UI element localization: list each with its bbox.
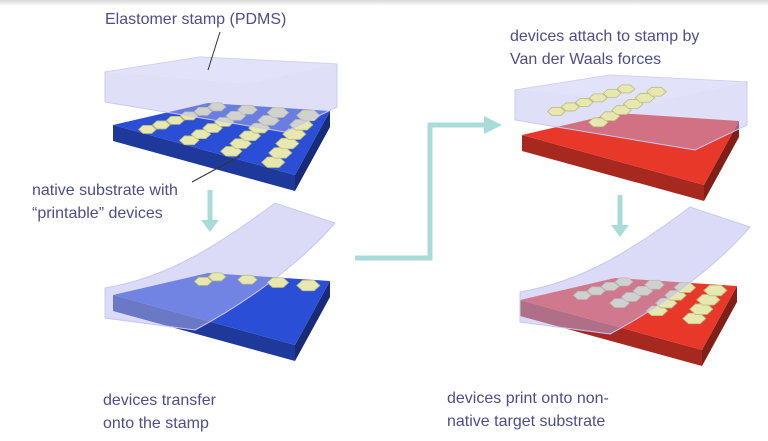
stamp-leader-line [207, 31, 221, 71]
transferred-device [237, 274, 258, 285]
arrow-to-right-panel [355, 122, 486, 261]
attached-device [602, 88, 622, 98]
transferred-device [296, 279, 321, 292]
attached-device [622, 99, 644, 109]
printable-device [275, 137, 300, 150]
printable-device [193, 106, 213, 116]
target-substrate-top-front-face [522, 135, 704, 201]
peeling-stamp-with-devices [104, 202, 336, 331]
elastomer-stamp-top [105, 57, 337, 84]
label-native-substrate-1: native substrate with [32, 182, 178, 199]
printed-device [703, 284, 728, 297]
target-substrate-top-top-face [522, 113, 739, 185]
printable-device [190, 129, 212, 140]
top-edge-shadow [0, 0, 768, 6]
attached-device [646, 86, 667, 97]
printable-device [238, 130, 262, 142]
label-attach-1: devices attach to stamp by [510, 28, 700, 45]
printable-device [282, 128, 307, 140]
printable-device [225, 111, 247, 121]
printable-device [165, 116, 185, 125]
printable-device [202, 123, 223, 133]
arrow-down-left-head [201, 220, 219, 232]
transferred-device [207, 272, 227, 282]
attached-device [634, 93, 656, 103]
label-native-substrate-2: “printable” devices [32, 205, 163, 222]
transferred-device [266, 277, 290, 288]
native-substrate-top-side-face [295, 111, 330, 191]
printable-device [261, 156, 286, 168]
label-print-1: devices print onto non- [447, 390, 609, 407]
transferred-device [193, 276, 213, 286]
native-substrate-top-front-face [113, 125, 295, 191]
arrow-down-right-head [611, 225, 629, 237]
target-substrate-bottom-side-face [702, 286, 737, 366]
attached-device [546, 107, 566, 116]
attached-device [616, 84, 636, 94]
attached-device [588, 93, 608, 103]
substrate-leader-line [191, 155, 241, 183]
printable-device [151, 120, 171, 130]
attached-device [611, 105, 632, 115]
printable-device [137, 125, 157, 134]
printable-device [220, 146, 243, 157]
label-attach-2: Van der Waals forces [510, 51, 662, 68]
native-substrate-bottom-side-face [295, 281, 330, 361]
label-transfer-2: onto the stamp [103, 415, 209, 432]
printable-device [229, 138, 252, 149]
label-transfer-1: devices transfer [103, 392, 216, 409]
peeling-stamp-empty [519, 206, 751, 335]
printable-device [179, 135, 200, 146]
printed-device [689, 303, 714, 315]
attached-device [599, 111, 621, 122]
printed-device [696, 294, 721, 306]
printable-device [257, 115, 280, 126]
label-elastomer-stamp: Elastomer stamp (PDMS) [105, 11, 287, 28]
printable-device [237, 104, 258, 115]
attached-device [588, 117, 609, 128]
printable-device [266, 107, 290, 118]
printable-device [207, 102, 227, 112]
arrow-to-right-panel-head [484, 116, 502, 134]
printable-device [268, 147, 293, 159]
attached-device [574, 98, 594, 107]
printed-device [682, 312, 707, 325]
target-substrate-top-side-face [704, 121, 739, 201]
label-print-2: native target substrate [447, 413, 606, 430]
attached-device [560, 102, 580, 112]
